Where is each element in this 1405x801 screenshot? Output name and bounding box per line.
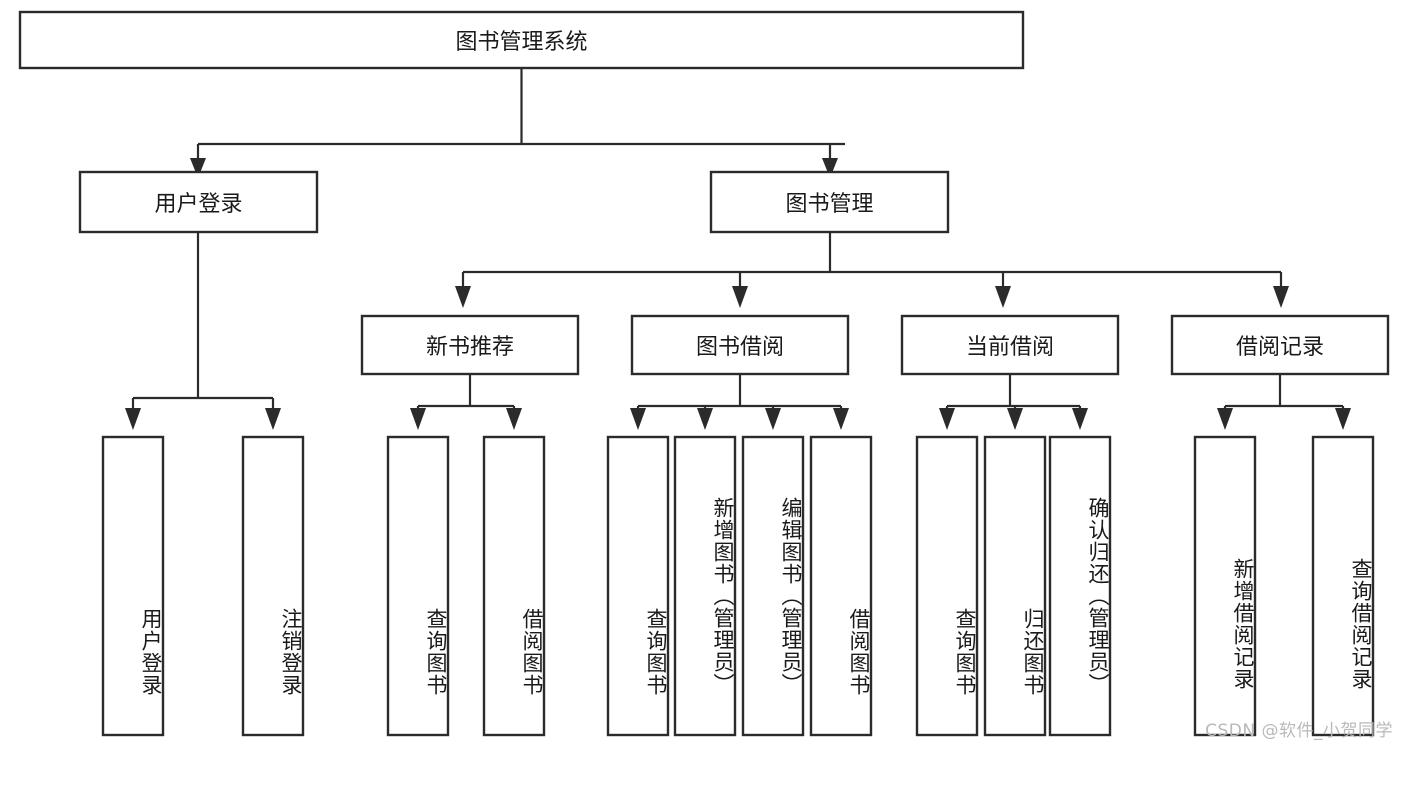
node-box-leaf-book-borrow-0[interactable] [606, 435, 670, 737]
arrow-head-cb-leaf3 [1072, 408, 1088, 430]
diagram-canvas: 图书管理系统 用户登录 图书管理 新书推荐 图书借阅 当前借阅 借阅记录 用户登… [18, 10, 1393, 741]
arrow-head-nb-leaf1 [410, 408, 426, 430]
arrow-head-book-manage [822, 158, 838, 178]
arrow-head-book-borrow [732, 286, 748, 308]
connector-group-book-manage [455, 232, 1289, 308]
tree-diagram-svg [18, 10, 1390, 737]
node-box-leaf-current-borrow-2[interactable] [1048, 435, 1112, 737]
node-box-user-login[interactable] [78, 170, 319, 234]
node-box-leaf-borrow-record-0[interactable] [1193, 435, 1257, 737]
node-box-leaf-book-borrow-3[interactable] [809, 435, 873, 737]
node-box-leaf-current-borrow-1[interactable] [983, 435, 1047, 737]
arrow-head-user-login [190, 158, 206, 178]
arrow-head-br-leaf1 [1217, 408, 1233, 430]
node-box-new-book-recommend[interactable] [360, 314, 580, 376]
node-box-current-borrow[interactable] [900, 314, 1120, 376]
connector-group-current-borrow [939, 374, 1088, 430]
arrow-head-bb-leaf3 [765, 408, 781, 430]
node-box-borrow-record[interactable] [1170, 314, 1390, 376]
arrow-head-borrow-record [1273, 286, 1289, 308]
arrow-head-bb-leaf1 [630, 408, 646, 430]
arrow-head-cb-leaf1 [939, 408, 955, 430]
arrow-head-new-book [455, 286, 471, 308]
connector-group-borrow-record [1217, 374, 1351, 430]
arrow-head-ul-leaf2 [265, 408, 281, 430]
node-box-leaf-user-login-1[interactable] [241, 435, 305, 737]
connector-group-new-book [410, 374, 522, 430]
connector-group-user-login [125, 232, 281, 430]
arrow-head-br-leaf2 [1335, 408, 1351, 430]
node-box-leaf-new-book-1[interactable] [482, 435, 546, 737]
node-box-book-borrow[interactable] [630, 314, 850, 376]
arrow-head-ul-leaf1 [125, 408, 141, 430]
node-box-leaf-user-login-0[interactable] [101, 435, 165, 737]
node-box-leaf-borrow-record-1[interactable] [1311, 435, 1375, 737]
arrow-head-bb-leaf4 [833, 408, 849, 430]
arrow-head-bb-leaf2 [697, 408, 713, 430]
arrow-head-cb-leaf2 [1007, 408, 1023, 430]
arrow-head-nb-leaf2 [506, 408, 522, 430]
connector-group-book-borrow [630, 374, 849, 430]
node-box-leaf-current-borrow-0[interactable] [915, 435, 979, 737]
node-box-leaf-new-book-0[interactable] [386, 435, 450, 737]
node-box-root[interactable] [18, 10, 1025, 70]
node-box-book-manage[interactable] [709, 170, 950, 234]
arrow-head-current-borrow [995, 286, 1011, 308]
node-box-leaf-book-borrow-2[interactable] [741, 435, 805, 737]
connector-group-root [190, 68, 845, 178]
node-box-leaf-book-borrow-1[interactable] [673, 435, 737, 737]
